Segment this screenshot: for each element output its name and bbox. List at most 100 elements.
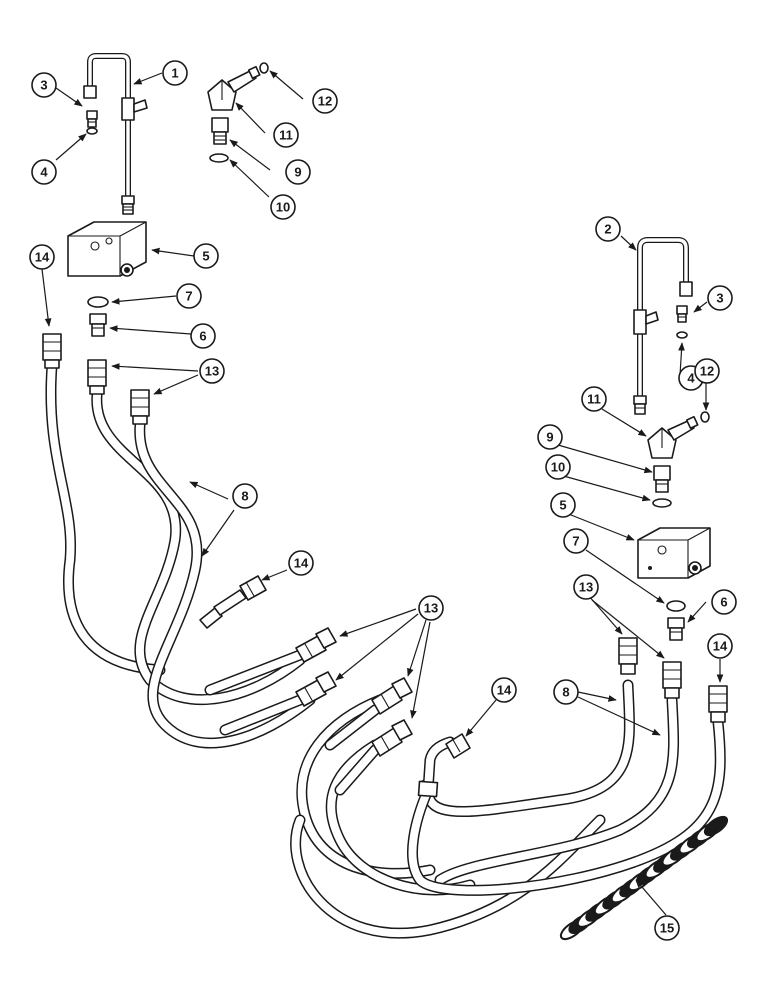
svg-text:14: 14 (497, 683, 512, 698)
hose-8-left-b (91, 389, 306, 706)
svg-text:3: 3 (716, 291, 723, 306)
hose-8-right-b (434, 694, 680, 886)
callout-5-right: 5 (550, 492, 576, 518)
oring-10-right (652, 498, 672, 508)
svg-text:14: 14 (713, 639, 728, 654)
fitting-13-left-a (87, 359, 107, 395)
hose-8-right-a (419, 679, 635, 817)
fitting-13-center-a (295, 627, 337, 663)
manifold-block-5-left (67, 221, 147, 277)
callout-3-right: 3 (707, 285, 733, 311)
svg-text:14: 14 (35, 250, 50, 265)
oring-12-right (700, 411, 710, 423)
callout-12-top: 12 (312, 88, 338, 114)
svg-text:12: 12 (318, 94, 332, 109)
callout-6-right: 6 (711, 589, 737, 615)
svg-text:4: 4 (40, 165, 48, 180)
callout-4-left: 4 (31, 159, 57, 185)
elbow-11-right (647, 415, 699, 459)
callout-14-right: 14 (707, 633, 733, 659)
svg-text:13: 13 (205, 364, 219, 379)
svg-text:5: 5 (202, 249, 209, 264)
fitting-14-center-bent (445, 733, 471, 759)
fitting-14-left (42, 333, 62, 369)
svg-text:10: 10 (276, 200, 290, 215)
callout-8-right: 8 (553, 679, 579, 705)
callout-14-left: 14 (29, 244, 55, 270)
adapter-9-top (211, 117, 229, 145)
hose-center-b (325, 739, 476, 896)
oring-12-top (259, 62, 269, 74)
callout-3-left: 3 (31, 72, 57, 98)
oring-4-right (676, 331, 688, 339)
elbow-11-top (207, 65, 261, 111)
svg-text:1: 1 (171, 66, 178, 81)
manifold-block-5-right (637, 527, 711, 579)
hose-group-left (45, 359, 316, 749)
adapter-9-right (653, 465, 671, 493)
svg-text:2: 2 (604, 222, 611, 237)
svg-text:11: 11 (279, 128, 293, 143)
svg-text:8: 8 (241, 489, 248, 504)
callout-10-right: 10 (545, 454, 571, 480)
fitting-14-right (708, 685, 728, 723)
svg-text:14: 14 (294, 556, 309, 571)
callout-7-right: 7 (563, 528, 589, 554)
callout-5-left: 5 (193, 243, 219, 269)
callout-7-left: 7 (176, 283, 202, 309)
fitting-13-center-c (371, 677, 413, 715)
svg-text:4: 4 (687, 371, 695, 386)
hose-ends-center (204, 649, 381, 796)
tube-2 (633, 237, 693, 415)
fitting-14-center-loose (199, 575, 267, 629)
spring-coil (703, 815, 729, 837)
svg-text:7: 7 (572, 534, 579, 549)
hose-8-left-a (45, 359, 166, 676)
svg-text:5: 5 (559, 498, 566, 513)
oring-7-right (666, 600, 686, 612)
oring-10-top (209, 153, 229, 163)
tube-1 (83, 53, 148, 215)
oring-7-left (87, 296, 109, 308)
hose-8-right-c (407, 716, 726, 896)
callout-9-top: 9 (285, 159, 311, 185)
fitting-3-right (676, 305, 688, 323)
callout-2: 2 (595, 216, 621, 242)
svg-text:11: 11 (587, 392, 601, 407)
svg-text:8: 8 (562, 685, 569, 700)
oring-4-left (86, 127, 98, 135)
callout-15: 15 (654, 915, 680, 941)
svg-text:9: 9 (294, 165, 301, 180)
callout-13-left: 13 (199, 358, 225, 384)
hose-group-right (407, 679, 726, 896)
leader-lines (41, 70, 724, 916)
svg-text:13: 13 (579, 580, 593, 595)
fitting-13-center-b (295, 671, 337, 707)
callout-1: 1 (162, 60, 188, 86)
fitting-13-center-d (371, 719, 413, 757)
fitting-3-left (86, 110, 98, 128)
callout-13-right: 13 (573, 574, 599, 600)
callout-9-right: 9 (537, 424, 563, 450)
fitting-13-right-a (618, 637, 638, 675)
svg-text:6: 6 (199, 329, 206, 344)
hose-group-center (290, 694, 606, 939)
callout-14-center-left: 14 (288, 550, 314, 576)
callout-11-top: 11 (273, 122, 299, 148)
hose-8-left-c (134, 419, 316, 749)
callout-12-right: 12 (694, 358, 720, 384)
callout-8-left: 8 (232, 483, 258, 509)
fitting-13-right-b (662, 661, 682, 699)
svg-text:6: 6 (720, 595, 727, 610)
adapter-6-left (89, 313, 107, 337)
callout-10-top: 10 (270, 194, 296, 220)
callout-13-center: 13 (418, 595, 444, 621)
hose-center-loop (290, 814, 606, 939)
callout-14-center: 14 (491, 677, 517, 703)
svg-text:7: 7 (185, 289, 192, 304)
svg-text:15: 15 (660, 921, 674, 936)
svg-text:10: 10 (551, 460, 565, 475)
fitting-13-left-b (130, 389, 150, 425)
svg-text:13: 13 (424, 601, 438, 616)
